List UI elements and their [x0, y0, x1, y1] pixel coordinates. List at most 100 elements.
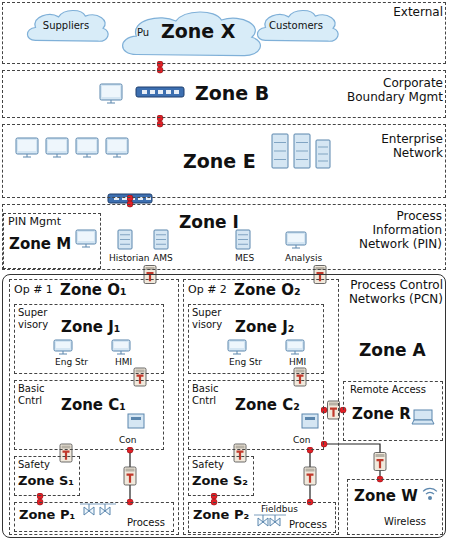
zone-caption: Suppliers — [23, 20, 109, 32]
zone-caption: Con — [119, 435, 137, 445]
zone-band: Enterprise NetworkZone E — [2, 124, 446, 198]
zone-caption: Safety — [192, 459, 224, 471]
zone-caption: Eng Str — [55, 357, 88, 367]
server-icon — [316, 140, 330, 168]
zone-box: Zone P₁Process — [14, 502, 174, 532]
server-icon — [118, 230, 132, 249]
zone-caption: Analysis — [285, 253, 322, 263]
firewall-icon — [374, 453, 386, 471]
zone-caption: Basic Cntrl — [192, 383, 232, 406]
cloud-zone: Customers — [253, 7, 342, 45]
valve-symbol — [258, 515, 268, 526]
computer-icon — [46, 138, 68, 157]
zone-caption: Fieldbus — [261, 504, 298, 514]
computer-icon — [54, 340, 72, 354]
zone-caption: Con — [293, 435, 311, 445]
zone-label: Zone O₂ — [234, 282, 301, 299]
zone-caption: Process Information Network (PIN) — [338, 210, 442, 251]
zone-label: Zone I — [179, 213, 239, 233]
firewall-icon — [328, 401, 340, 419]
zone-box: PIN MgmtZone M — [3, 213, 101, 269]
zone-label: Zone J₂ — [235, 319, 294, 336]
server-icon — [154, 230, 168, 249]
computer-icon — [16, 138, 38, 157]
zone-label: Zone C₁ — [61, 397, 126, 414]
zone-label: Zone X — [161, 21, 236, 43]
fieldbus-wire — [254, 515, 286, 516]
zone-label: Zone C₂ — [235, 397, 300, 414]
zone-label: Zone R — [352, 406, 411, 423]
zone-label: Zone E — [183, 151, 256, 173]
server-icon — [294, 134, 310, 168]
zone-box: Op # 1Zone O₁Super visoryZone J₁Eng StrH… — [9, 279, 179, 535]
computer-icon — [286, 340, 304, 354]
zone-band: Process Information Network (PIN) PIN Mgm… — [2, 204, 446, 270]
zone-caption: HMI — [289, 357, 306, 367]
cloud-outline — [123, 12, 261, 56]
zone-label: Zone S₁ — [18, 474, 74, 489]
zone-box: SafetyZone S₂ — [188, 456, 254, 496]
zone-caption: Super visory — [192, 307, 232, 330]
firewall-icon — [304, 467, 316, 485]
firewall-icon — [60, 444, 72, 462]
valve-symbol — [100, 504, 110, 515]
valve-symbol — [270, 515, 280, 526]
zone-label: Zone W — [354, 488, 418, 505]
zone-band: Corporate Boundary Mgmt Zone B — [2, 70, 446, 118]
valve-symbol — [84, 504, 94, 515]
zone-caption: AMS — [153, 253, 173, 263]
computer-icon — [228, 340, 246, 354]
zone-box: Zone WWireless — [347, 479, 443, 535]
zone-box: SafetyZone S₁ — [14, 456, 80, 496]
zone-box: Remote AccessZone R — [343, 381, 443, 441]
cloud-zone: Suppliers — [23, 7, 112, 45]
zone-caption: Super visory — [18, 307, 58, 330]
computer-icon — [76, 138, 98, 157]
zone-label: Zone M — [9, 236, 71, 253]
zone-caption: PIN Mgmt — [8, 216, 61, 229]
server-icon — [236, 230, 250, 249]
zone-box: Zone P₂FieldbusProcess — [188, 502, 336, 533]
zone-caption: Customers — [253, 20, 339, 32]
zone-label: Zone P₂ — [193, 508, 249, 523]
firewall-icon — [124, 467, 136, 485]
zone-caption: Eng Str — [229, 357, 262, 367]
zone-label: Zone A — [359, 341, 426, 361]
fieldbus-wire — [80, 504, 116, 505]
zone-label: Zone P₁ — [19, 508, 75, 523]
zone-label: Zone B — [195, 83, 269, 105]
zone-box: Super visoryZone J₁Eng StrHMI — [14, 304, 164, 374]
wireless-icon — [423, 488, 438, 500]
zone-caption: Op # 1 — [14, 284, 53, 297]
cloud-zone: Pu Zone X — [115, 7, 267, 61]
zone-caption: Pu — [137, 27, 149, 39]
zone-caption: Enterprise Network — [333, 133, 443, 161]
server-icon — [272, 134, 288, 168]
computer-icon — [286, 232, 306, 248]
zone-box: Super visoryZone J₂ Eng Str HMI — [188, 304, 324, 374]
zone-band: Process Control Networks (PCN) Zone A Op #… — [2, 274, 446, 538]
zone-box: Basic CntrlZone C₂ Con — [188, 380, 324, 450]
conduit-line — [324, 444, 380, 479]
zone-caption: Safety — [18, 459, 50, 471]
computer-icon — [76, 230, 96, 247]
computer-icon — [106, 138, 128, 157]
zone-caption: Basic Cntrl — [18, 383, 58, 406]
zone-label: Zone O₁ — [60, 282, 127, 299]
zone-area: Zone IHistorianAMSMESAnalysis — [107, 209, 335, 269]
firewall-icon — [234, 444, 246, 462]
zone-caption: Corporate Boundary Mgmt — [333, 77, 443, 105]
controller-icon — [128, 414, 144, 428]
computer-icon — [112, 340, 130, 354]
zone-caption: Op # 2 — [188, 284, 227, 297]
controller-icon — [302, 414, 318, 428]
zone-box: Basic CntrlZone C₁ Con — [14, 380, 164, 450]
zone-label: Zone J₁ — [61, 319, 120, 336]
zone-caption: Remote Access — [350, 384, 426, 396]
laptop-icon — [412, 410, 434, 424]
zone-label: Zone S₂ — [192, 474, 248, 489]
zone-caption: Process Control Networks (PCN) — [341, 279, 443, 307]
firewall-appliance — [108, 194, 152, 203]
